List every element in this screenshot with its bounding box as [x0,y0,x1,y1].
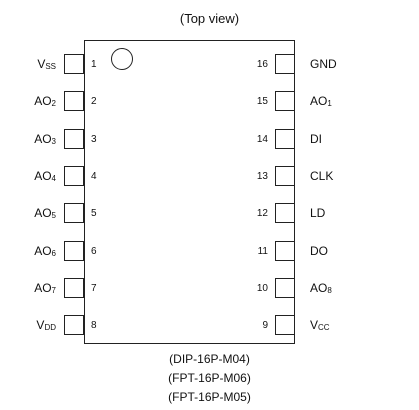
pin-6-lead [64,240,84,261]
pin-6-signal: AO6 [0,244,56,261]
pin-14-signal-name: DI [310,131,322,146]
pin-3-signal-name: AO [34,131,52,146]
pin-4-signal-subscript: 4 [51,173,56,183]
pin-10-number: 10 [256,282,268,294]
pin-8-signal: VDD [0,318,56,335]
pin-10-signal-name: AO [310,280,328,295]
pin-6-signal-subscript: 6 [51,248,56,258]
pin-1-lead [64,54,84,74]
pin-10-lead [275,277,295,298]
pin-3-signal-subscript: 3 [51,136,56,146]
pin-7-signal: AO7 [0,281,56,298]
pin-16-signal: GND [310,57,337,71]
pin-9-signal-name: V [310,318,319,333]
pin-2-number: 2 [91,96,97,108]
pin-16-lead [275,54,295,74]
pin-7-number: 7 [91,282,97,294]
pin-7-lead [64,277,84,298]
ic-body [84,40,295,344]
pin-4-lead [64,165,84,186]
pin-8-signal-subscript: DD [44,323,56,333]
pin-11-number: 11 [257,245,268,257]
pin-15-signal: AO1 [310,94,332,111]
pin-12-signal: LD [310,206,325,220]
pin-9-lead [275,315,295,336]
pin-15-number: 15 [256,96,268,108]
pin-4-signal-name: AO [34,168,52,183]
pin-14-signal: DI [310,132,322,146]
pin-1-number: 1 [91,59,97,70]
pin-1-signal-subscript: SS [45,62,56,71]
pin-1-signal-name: V [37,57,46,71]
view-title: (Top view) [179,11,240,26]
pin-3-lead [64,128,84,149]
pin-2-signal: AO2 [0,94,56,111]
pin-11-lead [275,240,295,261]
pin-9-number: 9 [262,320,268,332]
pin-2-signal-subscript: 2 [51,99,56,109]
pin-11-signal: DO [310,244,328,258]
pin-15-signal-name: AO [310,94,328,109]
pin-12-signal-name: LD [310,206,326,221]
pin-5-number: 5 [91,208,97,220]
pin-4-number: 4 [91,170,97,182]
package-label-3: (FPT-16P-M05) [168,390,251,404]
pin-8-lead [64,315,84,336]
package-label-2: (FPT-16P-M06) [168,371,251,385]
pin-13-lead [275,165,295,186]
pin-16-number: 16 [256,59,268,70]
pin1-notch-marker [111,48,133,70]
pin-14-lead [275,128,295,149]
pin-14-number: 14 [256,133,268,145]
pin-2-signal-name: AO [34,94,52,109]
pin-10-signal: AO8 [310,281,332,298]
pin-6-number: 6 [91,245,97,257]
pin-3-signal: AO3 [0,132,56,149]
pin-7-signal-subscript: 7 [51,285,56,295]
pin-13-number: 13 [256,170,268,182]
pin-5-signal: AO5 [0,206,56,223]
pin-2-lead [64,91,84,112]
pin-5-signal-name: AO [34,206,52,221]
pin-5-signal-subscript: 5 [51,211,56,221]
pin-12-number: 12 [256,208,268,220]
pin-12-lead [275,203,295,224]
pin-16-signal-name: GND [310,57,337,71]
pin-9-signal: VCC [310,318,330,335]
package-label-1: (DIP-16P-M04) [169,352,250,366]
pin-3-number: 3 [91,133,97,145]
pin-6-signal-name: AO [34,243,52,258]
pin-1-signal: VSS [0,57,56,74]
pin-9-signal-subscript: CC [318,323,330,333]
pin-15-lead [275,91,295,112]
pin-4-signal: AO4 [0,169,56,186]
pin-10-signal-subscript: 8 [327,285,332,295]
pin-8-number: 8 [91,320,97,332]
pin-8-signal-name: V [36,318,45,333]
pin-7-signal-name: AO [34,280,52,295]
pin-5-lead [64,203,84,224]
pin-15-signal-subscript: 1 [327,99,332,109]
pin-13-signal: CLK [310,169,333,183]
pin-13-signal-name: CLK [310,168,334,183]
pin-11-signal-name: DO [310,243,328,258]
